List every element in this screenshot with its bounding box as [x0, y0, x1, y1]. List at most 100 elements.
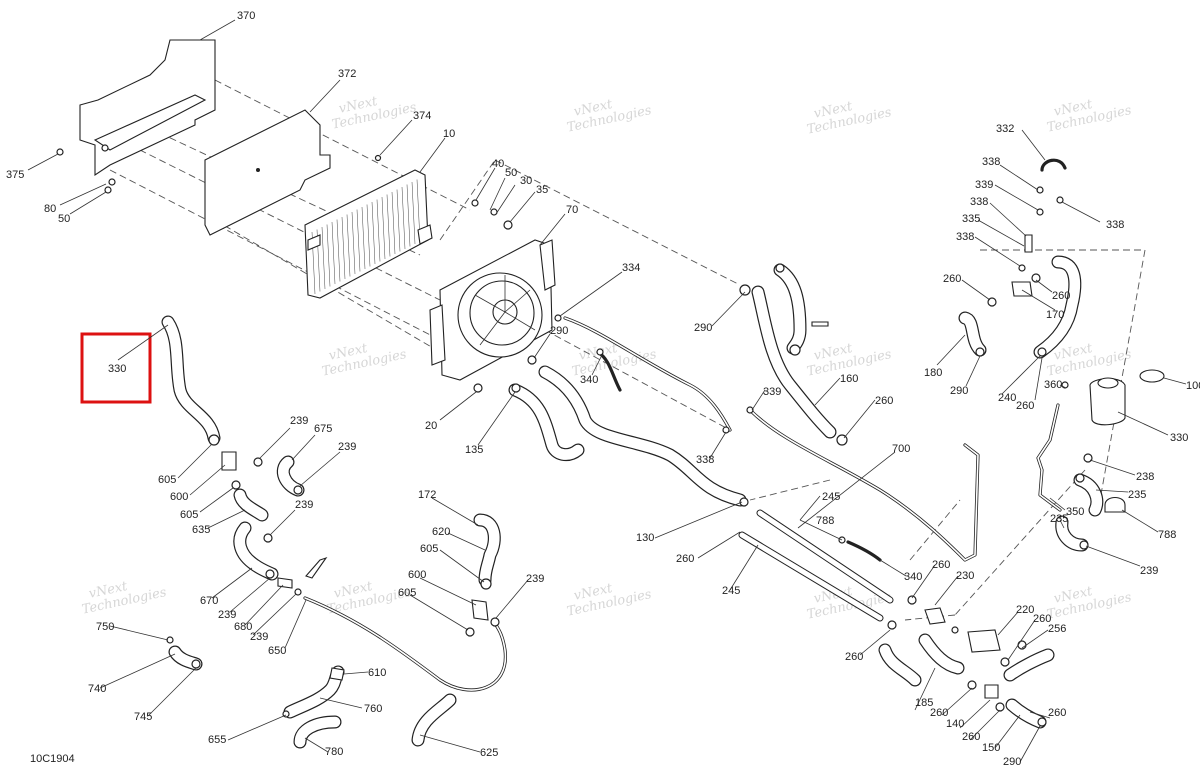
- callout-230: 230: [956, 570, 974, 582]
- callout-338: 338: [982, 156, 1000, 168]
- callout-135: 135: [465, 444, 483, 456]
- callout-605: 605: [398, 587, 416, 599]
- radiator-fin: [331, 221, 336, 285]
- callout-740: 740: [88, 683, 106, 695]
- callout-35: 35: [536, 184, 548, 196]
- rigid-lines: [563, 316, 980, 622]
- callout-180: 180: [924, 367, 942, 379]
- callout-655: 655: [208, 734, 226, 746]
- callout-374: 374: [413, 110, 431, 122]
- radiator-fin: [361, 206, 366, 270]
- callout-150: 150: [982, 742, 1000, 754]
- radiator-10: [304, 169, 433, 299]
- callout-239: 239: [290, 415, 308, 427]
- diagram-reference-code: 10C1904: [30, 753, 75, 765]
- callout-605: 605: [180, 509, 198, 521]
- callout-260: 260: [962, 731, 980, 743]
- callout-338: 338: [1106, 219, 1124, 231]
- callout-339: 339: [763, 386, 781, 398]
- radiator-fin: [336, 219, 341, 282]
- callouts: 370 372 374 10 375 80 50 40 50 30 35 70 …: [6, 10, 1200, 768]
- radiator-fin: [396, 189, 401, 252]
- callout-340: 340: [580, 374, 598, 386]
- callout-760: 760: [364, 703, 382, 715]
- callout-50: 50: [505, 167, 517, 179]
- callout-245: 245: [722, 585, 740, 597]
- callout-700: 700: [892, 443, 910, 455]
- callout-70: 70: [566, 204, 578, 216]
- radiator-fin: [346, 214, 351, 277]
- callout-750: 750: [96, 621, 114, 633]
- callout-350: 350: [1066, 506, 1084, 518]
- cap-100: [1139, 369, 1165, 383]
- callout-260: 260: [1033, 613, 1051, 625]
- callout-260: 260: [845, 651, 863, 663]
- callout-260: 260: [1016, 400, 1034, 412]
- radiator-fin: [401, 186, 406, 250]
- callout-605: 605: [158, 474, 176, 486]
- radiator-fin: [356, 209, 361, 272]
- radiator-fin: [341, 216, 346, 280]
- radiator-fin: [391, 191, 396, 255]
- callout-370: 370: [237, 10, 255, 22]
- callout-10: 10: [443, 128, 455, 140]
- radiator-fin: [351, 211, 356, 275]
- radiator-fin: [366, 204, 371, 267]
- callout-675: 675: [314, 423, 332, 435]
- callout-600: 600: [170, 491, 188, 503]
- reservoir-330: [1089, 377, 1126, 426]
- callout-338: 338: [970, 196, 988, 208]
- callout-238: 238: [1136, 471, 1154, 483]
- callout-745: 745: [134, 711, 152, 723]
- callout-220: 220: [1016, 604, 1034, 616]
- radiator-fin: [376, 199, 381, 262]
- callout-339: 339: [975, 179, 993, 191]
- callout-788: 788: [816, 515, 834, 527]
- callout-260: 260: [1052, 290, 1070, 302]
- callout-338: 338: [956, 231, 974, 243]
- callout-290: 290: [1003, 756, 1021, 768]
- callout-239: 239: [295, 499, 313, 511]
- radiator-fin: [386, 194, 391, 257]
- callout-80: 80: [44, 203, 56, 215]
- callout-338: 338: [696, 454, 714, 466]
- callout-375: 375: [6, 169, 24, 181]
- callout-260: 260: [875, 395, 893, 407]
- callout-334: 334: [622, 262, 640, 274]
- callout-650: 650: [268, 645, 286, 657]
- callout-340: 340: [904, 571, 922, 583]
- callout-30: 30: [520, 175, 532, 187]
- callout-290: 290: [694, 322, 712, 334]
- callout-239: 239: [338, 441, 356, 453]
- callout-260: 260: [932, 559, 950, 571]
- callout-290: 290: [550, 325, 568, 337]
- callout-680: 680: [234, 621, 252, 633]
- callout-332: 332: [996, 123, 1014, 135]
- callout-260: 260: [676, 553, 694, 565]
- callout-360: 360: [1044, 379, 1062, 391]
- callout-170: 170: [1046, 309, 1064, 321]
- callout-130: 130: [636, 532, 654, 544]
- callout-256: 256: [1048, 623, 1066, 635]
- callout-239: 239: [250, 631, 268, 643]
- callout-185: 185: [915, 697, 933, 709]
- callout-620: 620: [432, 526, 450, 538]
- callout-635: 635: [192, 524, 210, 536]
- fan-assembly-70: [429, 239, 556, 381]
- callout-290: 290: [950, 385, 968, 397]
- radiator-fin: [406, 184, 411, 247]
- callout-335: 335: [962, 213, 980, 225]
- callout-160: 160: [840, 373, 858, 385]
- callout-610: 610: [368, 667, 386, 679]
- callout-240: 240: [998, 392, 1016, 404]
- shield-372: [204, 109, 331, 236]
- callout-788: 788: [1158, 529, 1176, 541]
- callout-600: 600: [408, 569, 426, 581]
- radiator-fin: [411, 181, 416, 245]
- callout-239: 239: [218, 609, 236, 621]
- radiator-fin: [371, 201, 376, 265]
- highlight-box-330: [80, 332, 152, 404]
- callout-40: 40: [492, 158, 504, 170]
- callout-330-highlighted: 330: [108, 363, 126, 375]
